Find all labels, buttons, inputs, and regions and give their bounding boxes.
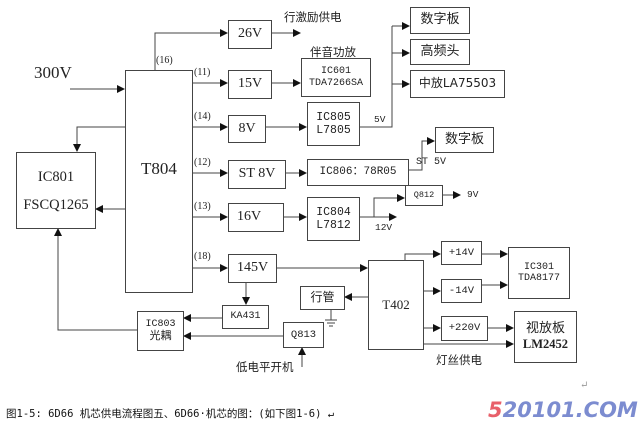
rail-26v-label: 26V (237, 26, 263, 42)
connector-lines (54, 22, 514, 367)
ic301-box: IC301 TDA8177 (508, 247, 570, 299)
input-300v-label: 300V (34, 63, 72, 82)
video-amp-board-box: 视放板 LM2452 (514, 311, 577, 363)
rail-st8v-label: ST 8V (238, 166, 276, 182)
rail-st8v-box: ST 8V (228, 160, 286, 189)
digital-board-2-label: 数字板 (444, 131, 484, 147)
to-q812-arrow (373, 194, 405, 217)
rail-145v-box: 145V (228, 254, 277, 283)
plus220v-box: +220V (441, 316, 488, 341)
ic801-controller: IC801 FSCQ1265 (16, 152, 96, 229)
ic804-part: L7812 (316, 219, 351, 232)
rail-15v-box: 15V (228, 70, 272, 99)
q812-label: Q812 (413, 189, 435, 200)
line-drive-supply-label: 行激励供电 (284, 10, 342, 24)
pin16-arrow (154, 29, 228, 70)
ic801-part: FSCQ1265 (23, 197, 89, 214)
ic806-box: IC806：78R05 (307, 159, 409, 186)
ic803-to-ic801-arrow (54, 228, 137, 331)
ka431-box: KA431 (222, 305, 269, 329)
digital-board-2-box: 数字板 (435, 127, 494, 153)
12v-label: 12V (375, 222, 393, 233)
tuner-box: 高频头 (410, 39, 470, 65)
rail-26v-box: 26V (228, 20, 272, 49)
q813-label: Q813 (290, 328, 317, 341)
power-flow-diagram: 300V 行激励供电 伴音功放 (16) (11) (14) (12) (13)… (16, 7, 577, 374)
ka431-label: KA431 (230, 311, 261, 323)
pin-12-label: (12) (194, 157, 211, 168)
q813-box: Q813 (283, 322, 324, 348)
ic805-name: IC805 (316, 110, 351, 124)
ic803-name: IC803 (145, 318, 176, 330)
watermark-rest: 20101.COM (502, 398, 638, 422)
5v-bus (359, 26, 393, 128)
rail-8v-label: 8V (238, 120, 256, 136)
plus14v-box: +14V (441, 241, 482, 265)
plus220v-label: +220V (448, 322, 481, 335)
low-level-power-on-label: 低电平开机 (236, 360, 294, 374)
tuner-label: 高频头 (420, 43, 460, 59)
video-board-part: LM2452 (522, 337, 569, 352)
t402-label: T402 (382, 296, 410, 312)
pin-16-label: (16) (156, 55, 173, 66)
minus14v-box: -14V (441, 279, 482, 303)
plus14v-label: +14V (448, 246, 475, 259)
watermark-prefix: 5 (488, 398, 503, 422)
q812-box: Q812 (405, 185, 443, 206)
rail-15v-label: 15V (237, 76, 263, 92)
ic601-name: IC601 (320, 66, 351, 77)
digital-board-1-label: 数字板 (420, 12, 460, 28)
digital-board-1-box: 数字板 (410, 7, 470, 34)
ic804-box: IC804 L7812 (307, 197, 360, 241)
rail-145v-label: 145V (236, 260, 269, 276)
t804-transformer: T804 (125, 70, 193, 293)
if-amp-label: 中放LA75503 (418, 76, 497, 91)
if-amp-box: 中放LA75503 (410, 70, 505, 98)
rail-16v-label: 16V (237, 209, 262, 225)
ic803-optocoupler-box: IC803 光耦 (137, 311, 184, 351)
ic804-name: IC804 (316, 205, 351, 219)
rail-16v-box: 16V (228, 203, 284, 232)
ic805-box: IC805 L7805 (307, 102, 360, 146)
ic803-part: 光耦 (149, 329, 172, 343)
video-board-name: 视放板 (525, 321, 565, 337)
h-output-label: 行管 (310, 290, 335, 305)
minus14v-label: -14V (448, 284, 475, 297)
ic801-name: IC801 (37, 168, 75, 185)
h-output-box: 行管 (300, 286, 345, 310)
rail-8v-box: 8V (228, 115, 266, 143)
t804-label: T804 (141, 159, 177, 178)
5v-label: 5V (374, 114, 386, 125)
ic805-part: L7805 (316, 124, 351, 137)
pin-11-label: (11) (194, 67, 211, 78)
plus14-arrow (404, 250, 441, 260)
paragraph-return-mark: ↵ (580, 380, 589, 391)
9v-label: 9V (467, 189, 479, 200)
st5v-label: ST 5V (416, 157, 447, 168)
pin-18-label: (18) (194, 251, 211, 262)
figure-caption: 图1-5: 6D66 机芯供电流程图五、6D66·机芯的图：(如下图1-6) ↵ (6, 408, 335, 420)
st5v-arrow (409, 137, 435, 171)
pin-14-label: (14) (194, 111, 211, 122)
audio-amp-label: 伴音功放 (310, 45, 356, 59)
t402-flyback: T402 (368, 260, 424, 350)
t804-to-ic801-arrow (73, 126, 125, 152)
ic601-part: TDA7266SA (308, 77, 363, 89)
ic601-box: IC601 TDA7266SA (301, 58, 371, 97)
ic301-name: IC301 (523, 261, 554, 273)
heater-supply-label: 灯丝供电 (436, 353, 482, 367)
pin-13-label: (13) (194, 201, 211, 212)
ic806-label: IC806：78R05 (319, 166, 397, 179)
ic301-part: TDA8177 (517, 273, 560, 284)
site-watermark-logo: 520101.COM (488, 398, 638, 422)
